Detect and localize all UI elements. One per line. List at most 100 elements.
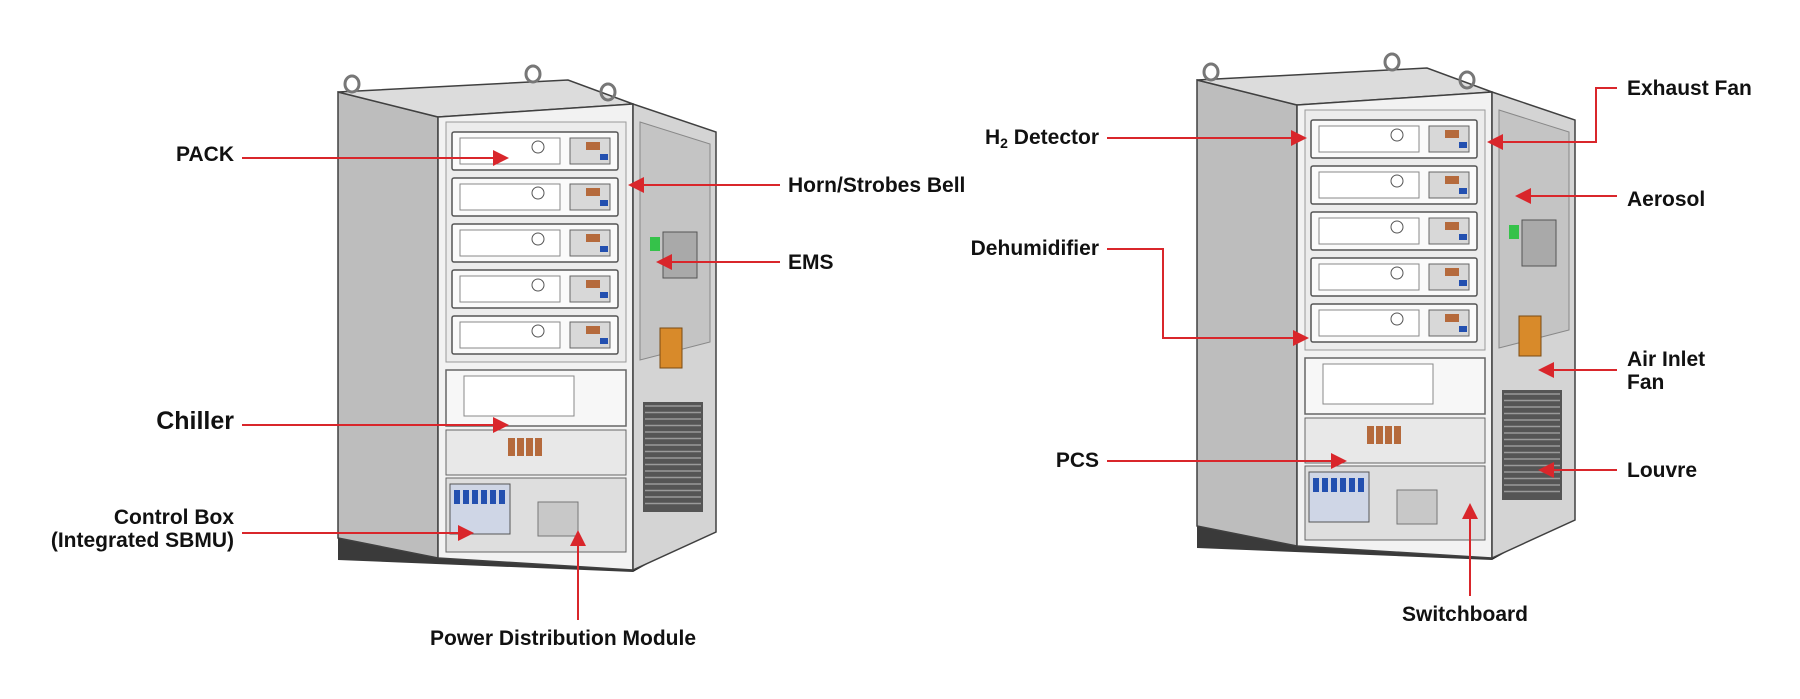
pack-module-knob: [1390, 266, 1404, 280]
label-exhaust-fan: Exhaust Fan: [1627, 77, 1752, 100]
label-chiller: Chiller: [156, 407, 234, 435]
pack-module-knob: [531, 232, 545, 246]
busbar: [535, 438, 542, 456]
pack-module-copper: [586, 142, 600, 150]
busbar: [1385, 426, 1392, 444]
leader-exhaust-fan: [1487, 87, 1617, 150]
lifting-eye: [599, 82, 617, 102]
label-control-box: Control Box (Integrated SBMU): [51, 506, 234, 552]
door-screen: [1521, 219, 1557, 267]
distribution-box: [537, 501, 579, 537]
right-cabinet: [1196, 52, 1576, 560]
pack-module-terminal: [1428, 309, 1470, 337]
pack-module-connector: [1459, 280, 1467, 286]
label-louvre: Louvre: [1627, 459, 1698, 482]
status-light: [650, 237, 660, 251]
busbar: [1394, 426, 1401, 444]
label-pack: PACK: [176, 143, 234, 166]
label-h2-suffix: Detector: [1007, 126, 1099, 149]
cabinet-side-panel: [337, 91, 439, 559]
breaker: [499, 490, 505, 504]
lifting-eye: [343, 74, 361, 94]
pack-module-terminal: [569, 137, 611, 165]
pack-module-terminal: [569, 183, 611, 211]
pack-module-knob: [1390, 220, 1404, 234]
pack-module-face: [1318, 125, 1420, 153]
pack-module-face: [1318, 263, 1420, 291]
pack-module-connector: [600, 154, 608, 160]
pack-module-copper: [1445, 268, 1459, 276]
label-dehumidifier: Dehumidifier: [970, 237, 1099, 260]
pack-module-terminal: [1428, 125, 1470, 153]
label-pcs: PCS: [1055, 449, 1099, 472]
pack-module-copper: [1445, 130, 1459, 138]
chiller-panel: [1322, 363, 1434, 405]
pack-module-knob: [531, 278, 545, 292]
chiller-panel: [463, 375, 575, 417]
label-ems: EMS: [788, 251, 834, 274]
pack-module-terminal: [569, 229, 611, 257]
breaker: [454, 490, 460, 504]
pack-module-face: [459, 275, 561, 303]
busbar: [1376, 426, 1383, 444]
pack-module-face: [1318, 171, 1420, 199]
pack-module-copper: [1445, 222, 1459, 230]
label-h2-subscript: 2: [1000, 135, 1008, 151]
breaker: [463, 490, 469, 504]
pack-module-copper: [586, 234, 600, 242]
pack-module-connector: [1459, 188, 1467, 194]
label-horn-strobes-bell: Horn/Strobes Bell: [788, 174, 966, 197]
lifting-eye: [1383, 52, 1401, 72]
breaker: [481, 490, 487, 504]
pack-module-connector: [600, 246, 608, 252]
pack-module-connector: [1459, 326, 1467, 332]
label-air-inlet-fan: Air Inlet Fan: [1627, 348, 1705, 394]
breaker: [1313, 478, 1319, 492]
cabinet-side-panel: [1196, 79, 1298, 547]
pack-module-terminal: [569, 321, 611, 349]
pack-module-knob: [1390, 312, 1404, 326]
left-cabinet: [337, 64, 717, 572]
pack-module-knob: [531, 324, 545, 338]
pack-module-face: [459, 321, 561, 349]
pack-module-copper: [586, 280, 600, 288]
louvre-grille: [1502, 390, 1562, 500]
pack-module-knob: [1390, 128, 1404, 142]
pack-module-connector: [600, 338, 608, 344]
door-bracket: [659, 327, 683, 369]
label-air-inlet-line2: Fan: [1627, 371, 1665, 394]
breaker: [490, 490, 496, 504]
door-bracket: [1518, 315, 1542, 357]
breaker: [1322, 478, 1328, 492]
lifting-eye: [1202, 62, 1220, 82]
pack-module-terminal: [1428, 263, 1470, 291]
pack-module-face: [459, 229, 561, 257]
pack-module-connector: [600, 200, 608, 206]
pack-module-terminal: [569, 275, 611, 303]
pack-module-copper: [586, 326, 600, 334]
leader-lines: [242, 87, 1617, 620]
breaker: [1349, 478, 1355, 492]
pack-module-face: [459, 137, 561, 165]
louvre-grille: [643, 402, 703, 512]
pack-module-connector: [1459, 234, 1467, 240]
pack-module-copper: [1445, 314, 1459, 322]
lifting-eye: [524, 64, 542, 84]
pack-module-face: [459, 183, 561, 211]
breaker: [472, 490, 478, 504]
pack-module-connector: [1459, 142, 1467, 148]
door-screen: [662, 231, 698, 279]
pack-module-terminal: [1428, 217, 1470, 245]
label-h2-detector: H2 Detector: [985, 126, 1099, 151]
label-control-box-line2: (Integrated SBMU): [50, 529, 234, 552]
leader-dehumidifier: [1107, 248, 1309, 346]
pack-module-copper: [586, 188, 600, 196]
busbar: [508, 438, 515, 456]
busbar: [1367, 426, 1374, 444]
lifting-eye: [1458, 70, 1476, 90]
pack-module-copper: [1445, 176, 1459, 184]
label-power-distribution-module: Power Distribution Module: [430, 627, 696, 650]
pack-module-terminal: [1428, 171, 1470, 199]
label-switchboard: Switchboard: [1402, 603, 1529, 626]
